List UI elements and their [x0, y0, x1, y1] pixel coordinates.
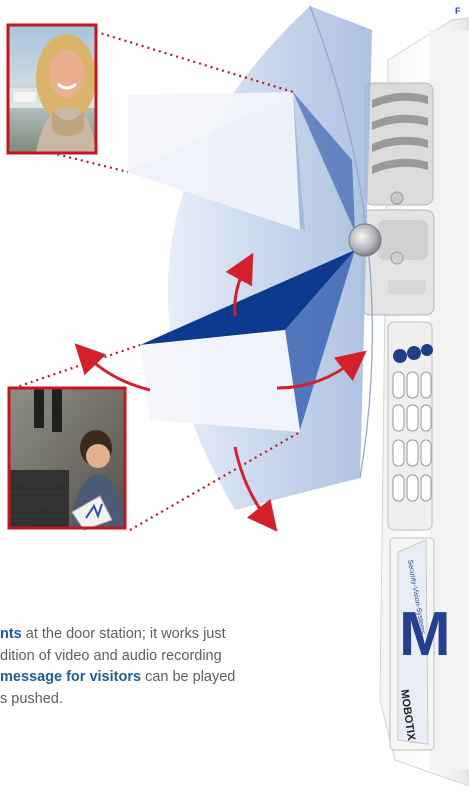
brand-logo-letter: M: [399, 600, 451, 669]
caption-line-3-bold: message for visitors: [0, 669, 141, 685]
visitor-portrait-photo: [8, 25, 96, 153]
speaker-grille: [365, 83, 433, 205]
camera-lens-icon: [349, 224, 381, 256]
caption-line-1-bold: nts: [0, 626, 22, 642]
caption-line-1: nts at the door station; it works just: [0, 624, 300, 646]
overhead-visitor-photo: [9, 388, 125, 530]
caption-line-3: message for visitors can be played: [0, 667, 300, 689]
door-station-device: Security-Vision-Systems M MOBOTIX: [362, 18, 469, 786]
keypad-module: [388, 322, 433, 530]
caption-line-2: dition of video and audio recording: [0, 646, 300, 668]
lower-view-plane: [140, 330, 300, 432]
caption-line-4: s pushed.: [0, 689, 300, 711]
caption-text: nts at the door station; it works just d…: [0, 624, 300, 710]
corner-label: F: [455, 6, 461, 16]
caption-line-1-rest: at the door station; it works just: [22, 626, 226, 642]
field-of-view-dome: [128, 6, 381, 510]
caption-line-3-rest: can be played: [141, 669, 235, 685]
